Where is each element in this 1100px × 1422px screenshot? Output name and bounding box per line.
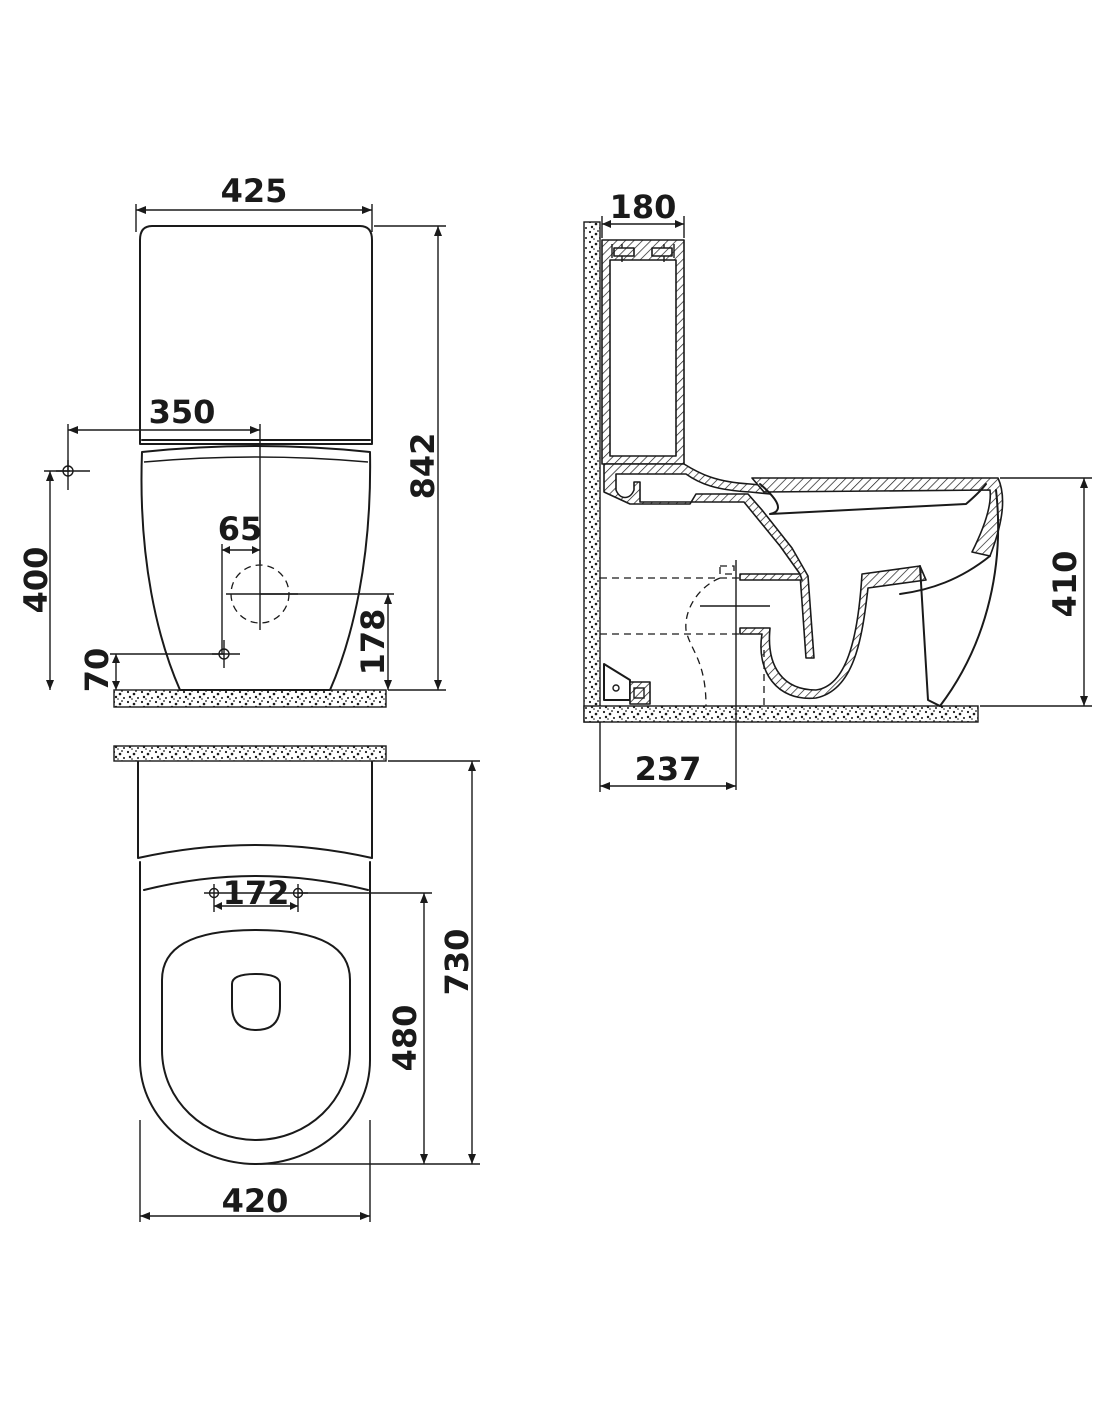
dim-inlet-height: 400	[17, 547, 55, 614]
bowl-rim	[751, 477, 1004, 557]
side-view: 180 410 237	[583, 188, 1092, 792]
dim-bowl-width: 420	[222, 1182, 289, 1220]
tank-top	[137, 761, 373, 859]
dim-fixing-to-front: 480	[386, 1005, 424, 1072]
trap-section	[739, 565, 927, 700]
pedestal-outline	[140, 445, 372, 691]
bowl-opening	[161, 929, 351, 1141]
dim-floor-inlet-height: 70	[78, 648, 116, 693]
dim-tank-depth: 180	[610, 188, 677, 226]
drain-opening	[231, 973, 281, 1031]
dim-seat-height: 410	[1046, 551, 1084, 618]
floor-side	[583, 705, 979, 723]
bowl-section	[603, 463, 815, 659]
dim-fixing-hole-spacing: 172	[223, 874, 290, 912]
tank-outline	[139, 225, 373, 445]
wall-side	[583, 221, 601, 723]
dim-outlet-offset: 65	[218, 510, 263, 548]
dim-total-height: 842	[404, 433, 442, 500]
dim-outlet-wall-distance: 237	[635, 750, 702, 788]
dim-inlet-offset: 350	[149, 393, 216, 431]
wall-top	[113, 745, 387, 762]
tank-section	[601, 239, 685, 465]
bowl-top-outline	[139, 861, 371, 1165]
floor-front	[113, 689, 387, 708]
dim-tank-width: 425	[221, 172, 288, 210]
pedestal-side	[939, 489, 1000, 707]
front-view: 425 842 350 400 65 178 70	[17, 172, 446, 708]
dim-outlet-height: 178	[354, 609, 392, 676]
top-view: 172 480 730 420	[113, 745, 480, 1222]
dim-total-depth: 730	[438, 929, 476, 996]
floor-bracket	[603, 663, 631, 701]
